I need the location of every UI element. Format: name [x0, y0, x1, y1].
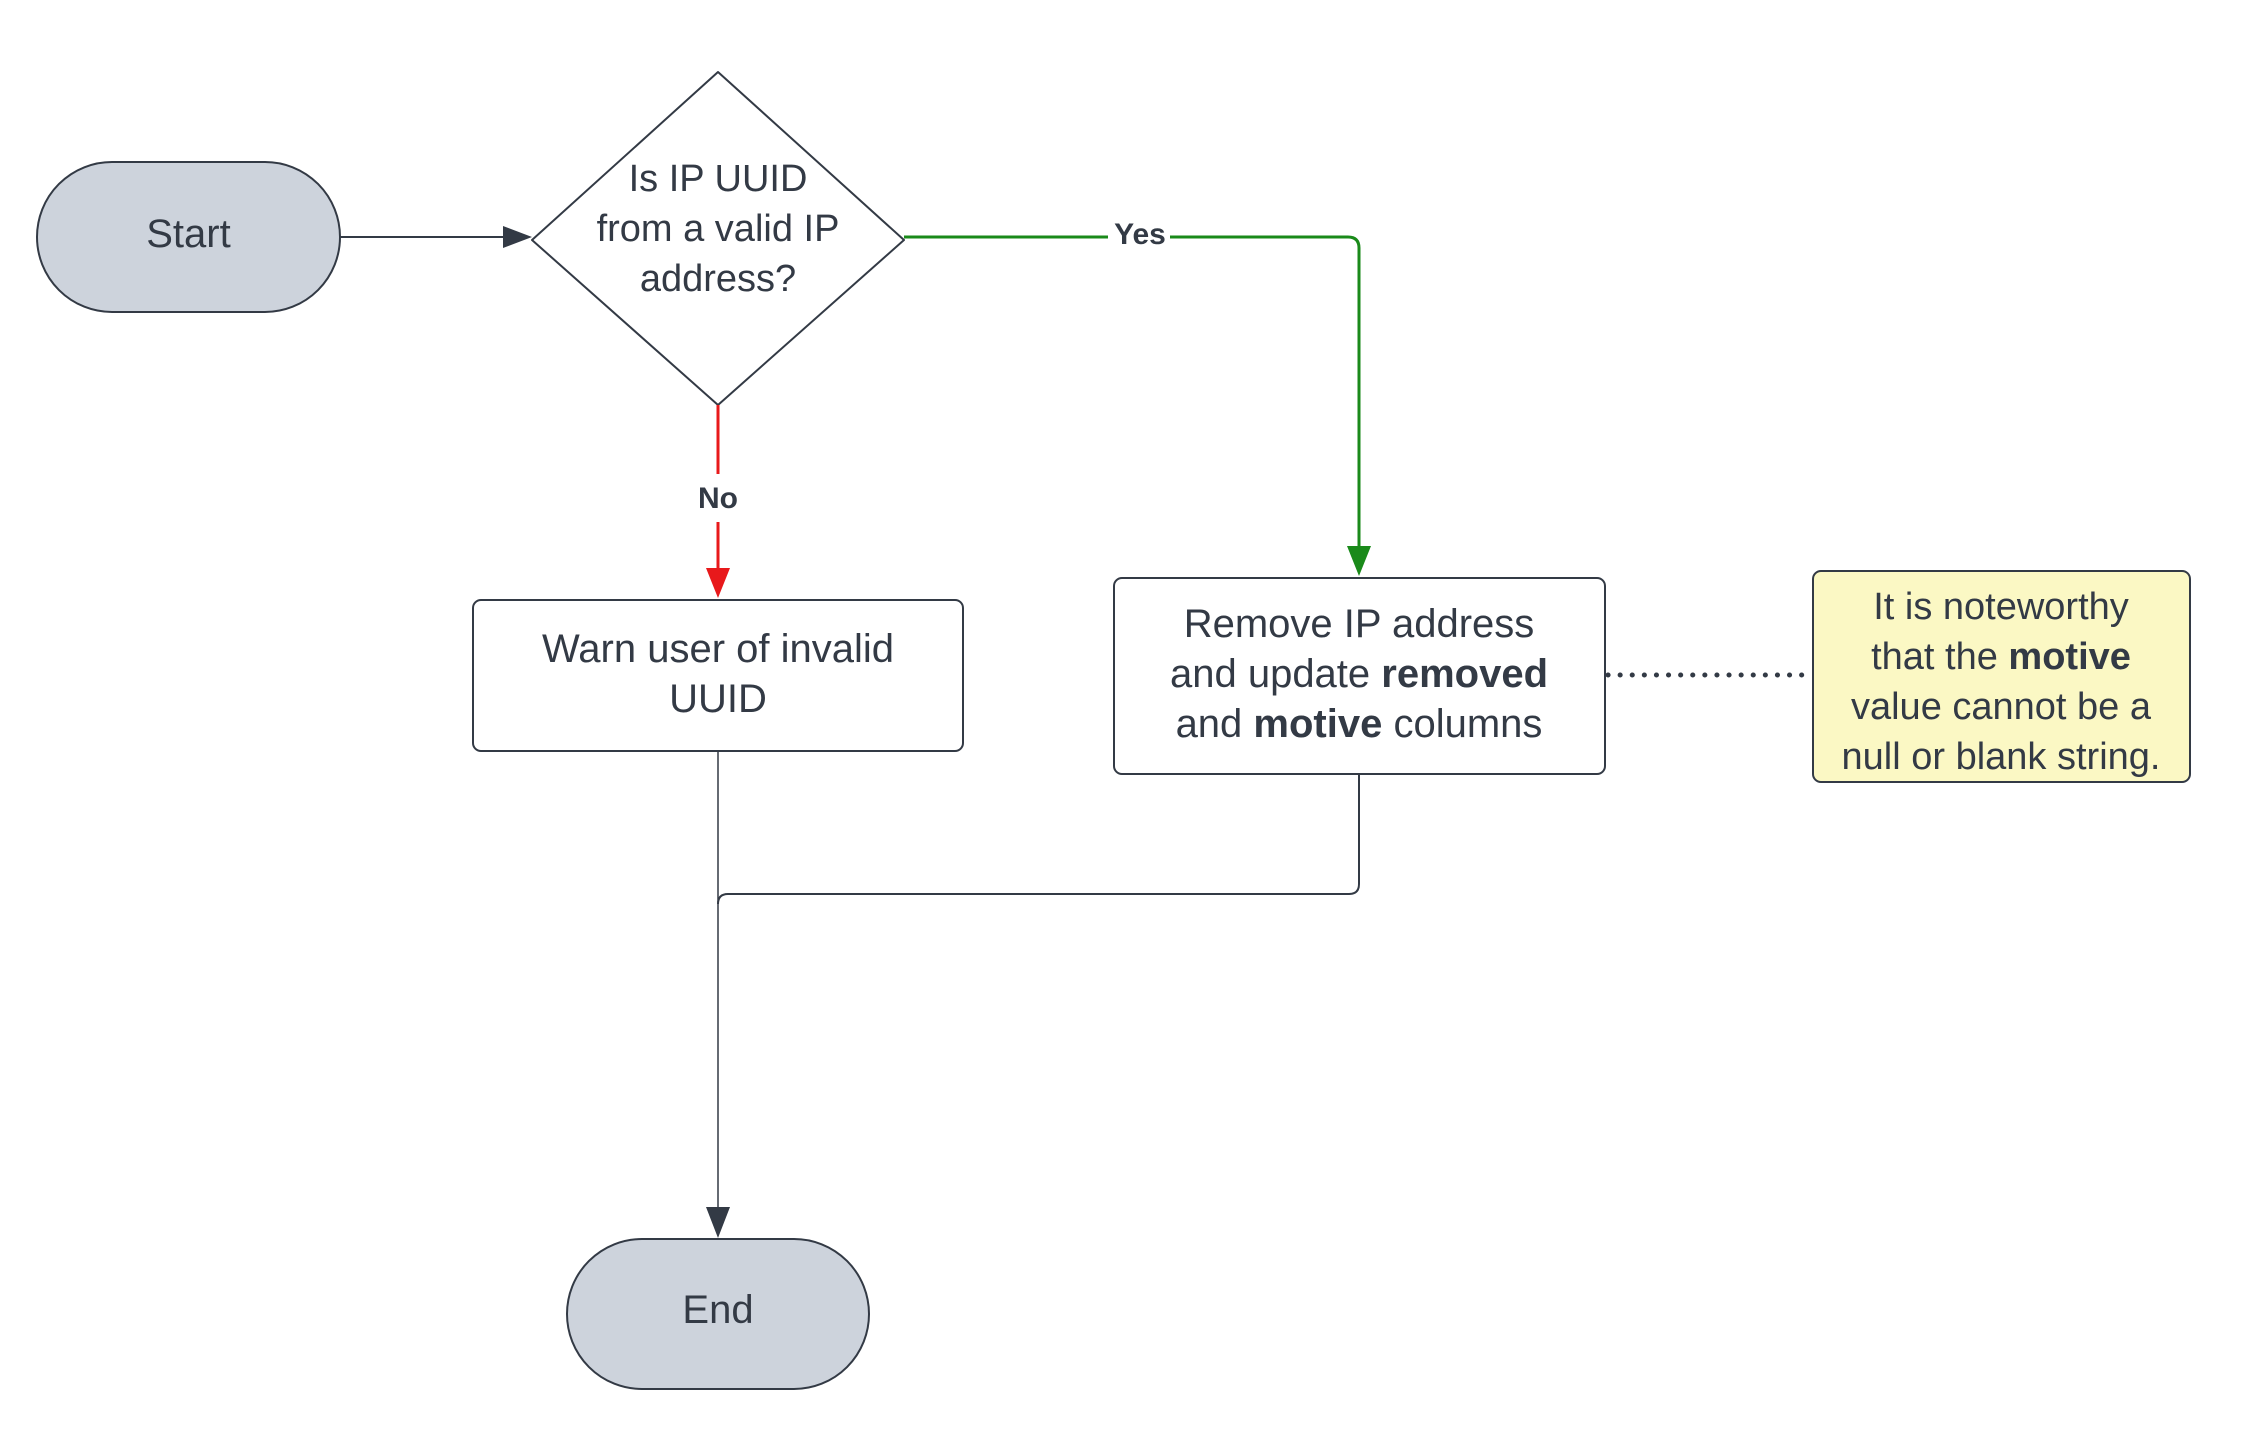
- no-label: No: [698, 482, 738, 515]
- remove-line-1-text: Remove IP address: [1184, 602, 1535, 646]
- remove-line-1: Remove IP address: [1184, 602, 1535, 646]
- note-motive-bold: motive: [2008, 636, 2130, 678]
- note-line-2-text: that the: [1871, 636, 2008, 678]
- start-to-decision-connector: [340, 226, 532, 248]
- decision-line-1: Is IP UUID: [629, 158, 808, 200]
- remove-line-3: and motive columns: [1176, 702, 1543, 746]
- note-node: It is noteworthy that the motive value c…: [1812, 570, 2191, 783]
- remove-line-2: and update removed: [1170, 652, 1548, 696]
- remove-to-end-connector: [706, 774, 1360, 1238]
- note-line-1: It is noteworthy: [1873, 586, 2129, 628]
- start-node: Start: [36, 161, 341, 313]
- removed-column-name: removed: [1381, 652, 1548, 696]
- remove-line-3-pre: and: [1176, 702, 1254, 746]
- no-connector: No: [698, 405, 738, 598]
- end-node: End: [566, 1238, 870, 1390]
- note-line-4: null or blank string.: [1842, 736, 2161, 778]
- remove-line-3-post: columns: [1382, 702, 1542, 746]
- decision-node: Is IP UUID from a valid IP address?: [531, 71, 905, 406]
- start-label: Start: [146, 212, 230, 256]
- remove-line-2-text: and update: [1170, 652, 1381, 696]
- note-line-3: value cannot be a: [1851, 686, 2152, 728]
- warn-node: Warn user of invalid UUID: [472, 599, 964, 752]
- motive-column-name: motive: [1253, 702, 1382, 746]
- warn-line-2: UUID: [669, 677, 767, 721]
- decision-line-2: from a valid IP: [597, 208, 840, 250]
- decision-line-3: address?: [640, 258, 796, 300]
- end-label: End: [682, 1288, 753, 1332]
- yes-label: Yes: [1114, 218, 1166, 251]
- warn-line-1: Warn user of invalid: [542, 627, 894, 671]
- yes-connector: Yes: [904, 218, 1371, 576]
- remove-node: Remove IP address and update removed and…: [1113, 577, 1606, 775]
- note-line-2: that the motive: [1871, 636, 2131, 678]
